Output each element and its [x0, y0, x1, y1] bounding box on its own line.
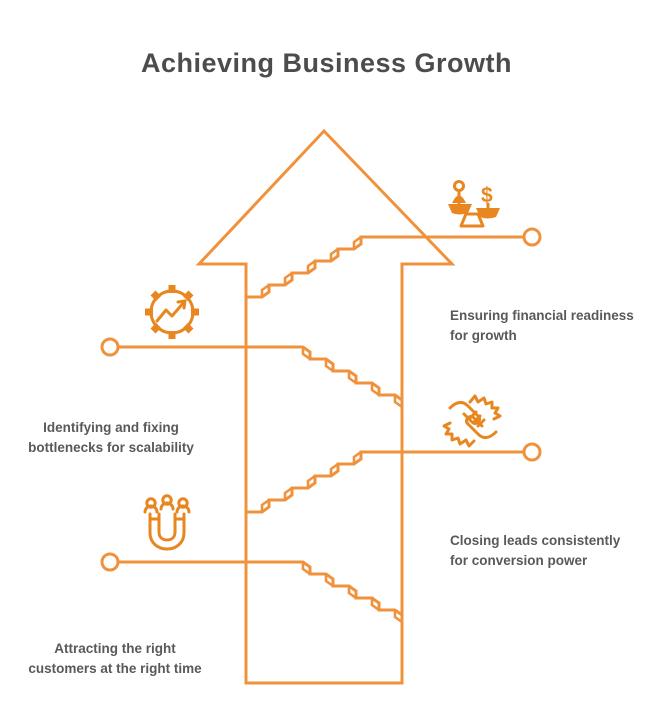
dollar-glyph: $ [481, 184, 493, 207]
staircase-flight-top [244, 235, 526, 299]
connector-endpoint-attracting [100, 552, 120, 572]
label-line: Attracting the right [54, 641, 176, 656]
connector-endpoint-bottlenecks [100, 337, 120, 357]
label-line: for conversion power [450, 553, 588, 568]
staircase-flight-upper-middle [116, 345, 404, 409]
label-line: Identifying and fixing [43, 420, 179, 435]
label-line: customers at the right time [28, 661, 202, 676]
connector-endpoint-financial [522, 227, 542, 247]
label-fixing-bottlenecks: Identifying and fixing bottlenecks for s… [5, 418, 217, 458]
page-title: Achieving Business Growth [140, 48, 513, 78]
staircase-flight-bottom [116, 560, 404, 624]
growth-arrow-shape [195, 128, 456, 685]
label-financial-readiness: Ensuring financial readiness for growth [450, 306, 650, 346]
label-line: bottlenecks for scalability [28, 440, 194, 455]
staircase-flight-lower-middle [244, 450, 526, 514]
handshake-icon [442, 394, 502, 448]
connector-endpoint-closing [522, 442, 542, 462]
label-line: for growth [450, 328, 517, 343]
label-line: Ensuring financial readiness [450, 308, 634, 323]
gear-growth-icon [145, 285, 199, 339]
magnet-icon [143, 494, 191, 551]
balance-scale-icon: $ [448, 180, 500, 228]
label-closing-leads: Closing leads consistently for conversio… [450, 531, 650, 571]
label-attracting-customers: Attracting the right customers at the ri… [8, 639, 222, 679]
label-line: Closing leads consistently [450, 533, 621, 548]
